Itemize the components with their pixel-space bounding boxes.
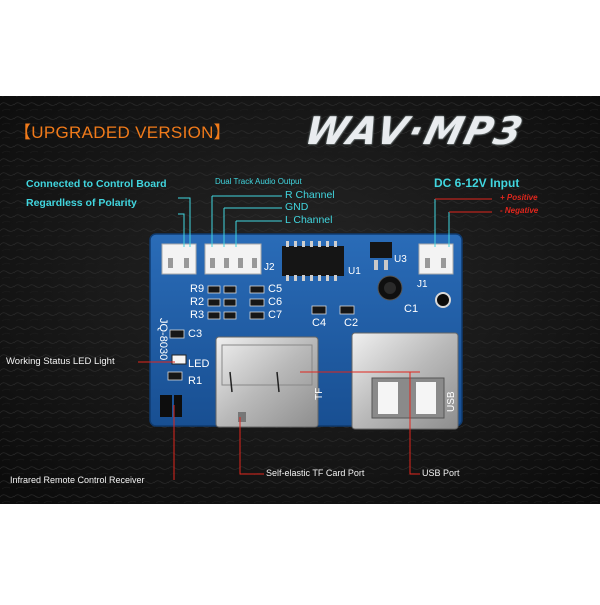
pcb-c7: C7 bbox=[268, 309, 282, 321]
mounting-hole bbox=[435, 292, 451, 308]
capacitor-c1 bbox=[377, 275, 403, 301]
pcb-model: JQ-8030 bbox=[157, 318, 169, 360]
callout-polarity: Regardless of Polarity bbox=[26, 197, 137, 209]
callout-r-channel: R Channel bbox=[285, 189, 335, 201]
product-logo: WAV·MP3 bbox=[300, 109, 529, 153]
pcb-c1: C1 bbox=[404, 303, 418, 315]
pcb-r1: R1 bbox=[188, 375, 202, 387]
pcb-u1: U1 bbox=[348, 266, 361, 277]
connector-j2 bbox=[204, 243, 262, 275]
pcb-r2: R2 bbox=[190, 296, 204, 308]
regulator-u3 bbox=[370, 242, 392, 270]
version-title: 【UPGRADED VERSION】 bbox=[14, 123, 231, 142]
pcb-u3: U3 bbox=[394, 254, 407, 265]
pcb-led: LED bbox=[188, 358, 209, 370]
pcb-board bbox=[149, 233, 463, 430]
ic-chip bbox=[282, 241, 344, 281]
pcb-c5: C5 bbox=[268, 283, 282, 295]
pcb-c2: C2 bbox=[344, 317, 358, 329]
usb-port bbox=[351, 332, 459, 430]
pcb-c3: C3 bbox=[188, 328, 202, 340]
ir-receiver bbox=[160, 395, 182, 417]
connector-control bbox=[161, 243, 197, 275]
pcb-r3: R3 bbox=[190, 309, 204, 321]
callout-tf: Self-elastic TF Card Port bbox=[266, 468, 365, 478]
pcb-tf: TF bbox=[314, 388, 325, 400]
power-leaders bbox=[435, 198, 492, 213]
callout-l-channel: L Channel bbox=[285, 214, 333, 226]
pcb-j1: J1 bbox=[417, 279, 428, 290]
callout-dual-track: Dual Track Audio Output bbox=[215, 177, 302, 186]
callout-ir: Infrared Remote Control Receiver bbox=[10, 475, 145, 485]
pcb-c4: C4 bbox=[312, 317, 326, 329]
pcb-silkscreen: R9 R2 R3 C5 C6 C7 C4 C2 C1 C3 U1 U3 J1 J… bbox=[157, 254, 457, 412]
callout-positive: + Positive bbox=[500, 193, 538, 202]
pcb-j2: J2 bbox=[264, 262, 275, 273]
pcb-usb: USB bbox=[446, 391, 457, 412]
callout-lines-red bbox=[138, 361, 420, 480]
callout-usb: USB Port bbox=[422, 468, 460, 478]
callout-gnd: GND bbox=[285, 201, 309, 213]
callout-control-board: Connected to Control Board bbox=[26, 178, 167, 190]
callout-dc-input: DC 6-12V Input bbox=[434, 176, 520, 190]
callout-negative: - Negative bbox=[500, 206, 539, 215]
callout-lines bbox=[178, 195, 450, 247]
status-led bbox=[171, 354, 187, 365]
pcb-r9: R9 bbox=[190, 283, 204, 295]
tf-card-slot bbox=[215, 336, 319, 428]
smd-components bbox=[167, 285, 355, 381]
callout-led: Working Status LED Light bbox=[6, 356, 115, 367]
pcb-c6: C6 bbox=[268, 296, 282, 308]
connector-power bbox=[418, 243, 454, 275]
